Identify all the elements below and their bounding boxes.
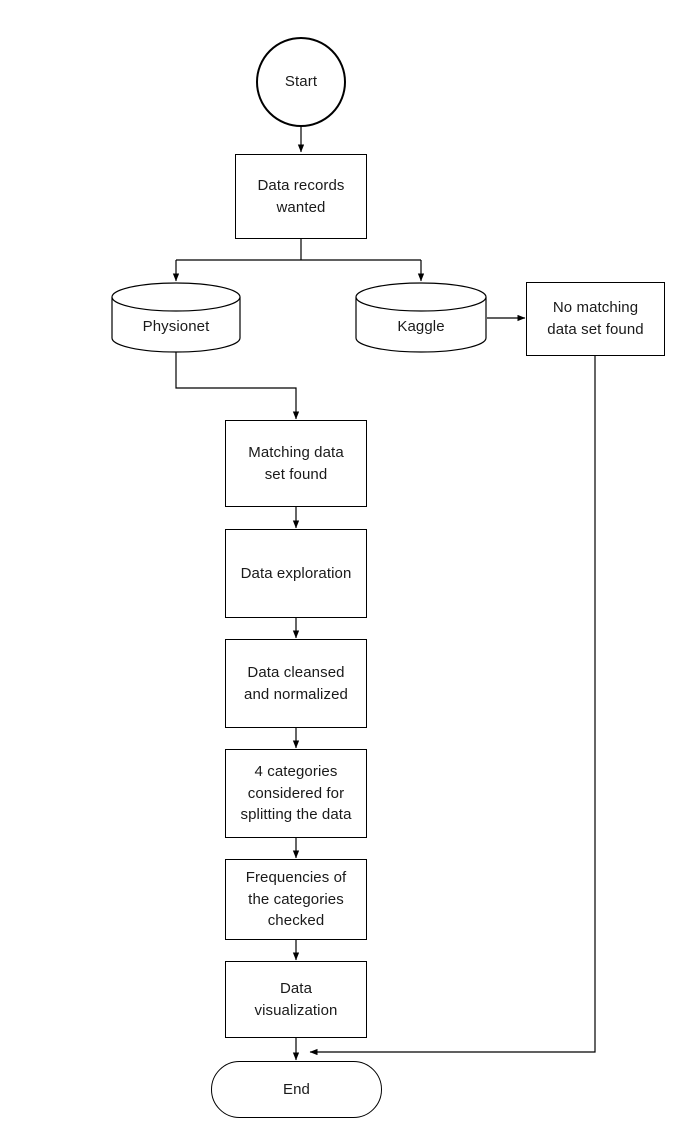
node-data-exploration-label: Data exploration <box>240 564 352 582</box>
node-four-categories-considered-label: 4 categories considered for splitting th… <box>240 762 352 824</box>
node-data-cleansed-and-normalized-label: Data cleansed and normalized <box>244 663 348 703</box>
node-data-exploration[interactable]: Data exploration <box>225 529 367 618</box>
node-data-records-wanted-label: Data records wanted <box>257 176 345 216</box>
node-no-matching-data-set-found[interactable]: No matching data set found <box>526 282 665 356</box>
node-end[interactable]: End <box>211 1061 382 1118</box>
node-start[interactable]: Start <box>256 37 346 127</box>
edge-physionet-to-match-found <box>175 352 300 420</box>
node-frequencies-checked[interactable]: Frequencies of the categories checked <box>225 859 367 940</box>
node-four-categories-considered[interactable]: 4 categories considered for splitting th… <box>225 749 367 838</box>
node-no-matching-data-set-found-label: No matching data set found <box>547 299 644 338</box>
node-matching-data-set-found-label: Matching data set found <box>248 443 344 483</box>
node-data-records-wanted[interactable]: Data records wanted <box>235 154 367 239</box>
node-physionet-label: Physionet <box>142 317 210 335</box>
node-data-cleansed-and-normalized[interactable]: Data cleansed and normalized <box>225 639 367 728</box>
edge-no-match-to-end <box>309 356 596 1056</box>
node-data-visualization[interactable]: Data visualization <box>225 961 367 1038</box>
node-kaggle-label: Kaggle <box>397 317 445 335</box>
node-kaggle-database[interactable]: Kaggle <box>355 282 487 353</box>
node-frequencies-checked-label: Frequencies of the categories checked <box>245 868 347 930</box>
node-matching-data-set-found[interactable]: Matching data set found <box>225 420 367 507</box>
node-end-label: End <box>283 1080 310 1098</box>
node-physionet-database[interactable]: Physionet <box>111 282 241 353</box>
cylinder-shape-icon <box>111 282 241 353</box>
cylinder-shape-icon <box>355 282 487 353</box>
node-data-visualization-label: Data visualization <box>254 979 338 1019</box>
node-start-label: Start <box>284 73 318 91</box>
